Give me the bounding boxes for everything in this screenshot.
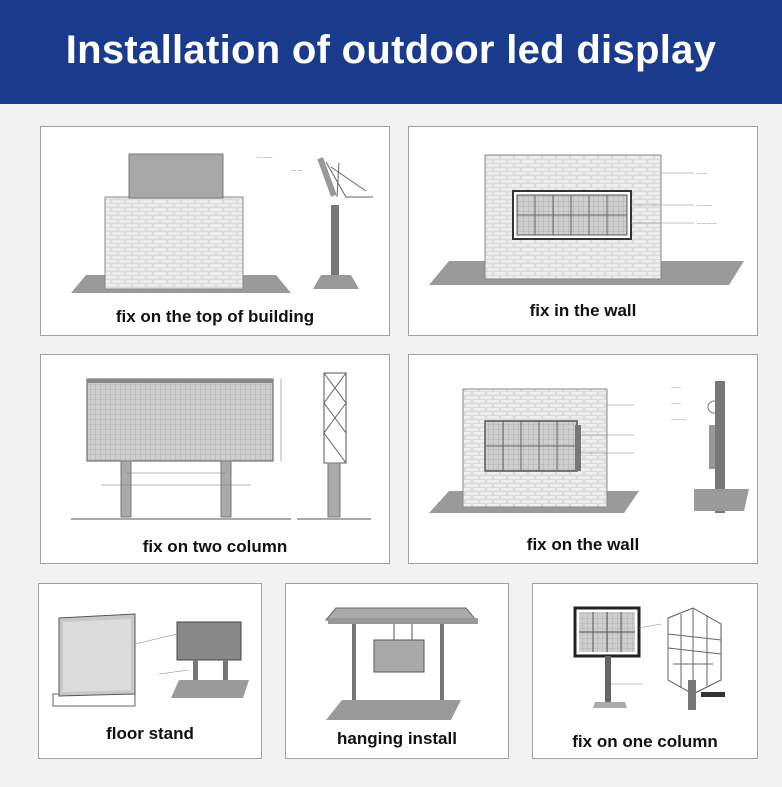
svg-text:——: —— [671, 401, 681, 407]
card-hanging-install: hanging install [285, 583, 509, 759]
caption: floor stand [106, 724, 194, 743]
svg-text:———: ——— [697, 203, 712, 209]
caption: fix on two column [142, 537, 288, 556]
caption: fix in the wall [529, 301, 637, 320]
hanging-install-illustration [324, 607, 478, 720]
one-column-illustration [573, 606, 725, 710]
two-column-illustration [71, 372, 371, 520]
caption: hanging install [337, 729, 457, 748]
floor-stand-illustration [52, 613, 249, 707]
card-top-of-building: — —— — — fix on the top of building [40, 126, 390, 336]
svg-text:——: —— [671, 385, 681, 391]
in-the-wall-illustration: —— ——— ———— [429, 154, 744, 285]
svg-text:———: ——— [671, 417, 686, 423]
caption: fix on the top of building [115, 307, 315, 326]
card-floor-stand: floor stand [38, 583, 262, 759]
card-in-the-wall: —— ——— ———— fix in the wall [408, 126, 758, 336]
svg-text:— —: — — [291, 168, 303, 174]
card-two-column: fix on two column [40, 354, 390, 564]
on-the-wall-illustration: —— —— ——— [429, 381, 749, 513]
svg-text:— ——: — —— [256, 155, 273, 161]
caption: fix on one column [572, 732, 718, 751]
caption: fix on the wall [526, 535, 640, 554]
top-of-building-illustration: — —— — — [71, 153, 373, 293]
card-on-the-wall: —— —— ——— fix on the wall [408, 354, 758, 564]
svg-text:——: —— [697, 171, 707, 177]
svg-text:————: ———— [697, 221, 717, 227]
title-banner: Installation of outdoor led display [0, 0, 782, 104]
card-one-column: fix on one column [532, 583, 758, 759]
page-title: Installation of outdoor led display [65, 28, 717, 72]
